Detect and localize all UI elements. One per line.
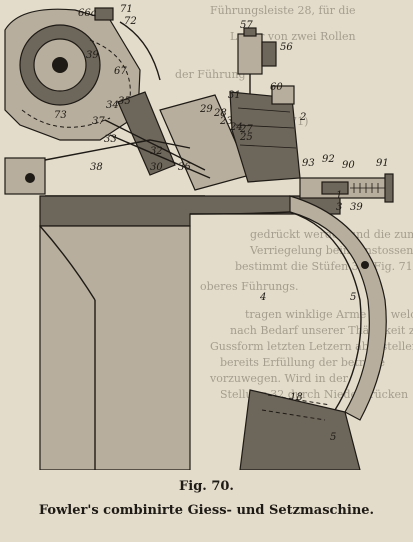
callout-number: 92 bbox=[322, 154, 335, 165]
adjuster-screw bbox=[237, 27, 277, 96]
callout-number: 30 bbox=[150, 162, 163, 173]
background-text-line: tragen winklige Arme 37, welche bbox=[245, 308, 413, 321]
background-text-line: bestimmt die Stüfen 37 (Fig. 71) und bbox=[235, 260, 413, 273]
background-text-line: bereits Erfüllung der betreffe bbox=[220, 356, 385, 369]
callout-number: 71 bbox=[120, 4, 133, 15]
background-text-line: Verriegelung beim Anstossen stoh bbox=[249, 244, 413, 257]
callout-number: 57 bbox=[240, 20, 253, 31]
callout-number: 93 bbox=[302, 158, 315, 169]
callout-number: 4 bbox=[259, 292, 266, 303]
callout-number: 34 bbox=[106, 100, 119, 111]
callout-number: 90 bbox=[342, 160, 355, 171]
callout-number: 18 bbox=[290, 392, 303, 403]
callout-number: 31 bbox=[228, 90, 241, 101]
callout-number: 66a bbox=[78, 8, 97, 19]
callout-number: 73 bbox=[54, 110, 67, 121]
callout-number: 39 bbox=[86, 50, 99, 61]
slide-mechanism bbox=[299, 173, 394, 203]
background-text-line: Gussform letzten Letzern abzustellen bbox=[210, 340, 413, 353]
callout-number: 67 bbox=[114, 66, 127, 77]
callout-number: 24 bbox=[229, 122, 243, 133]
callout-number: 36 bbox=[178, 162, 191, 173]
callout-number: 33 bbox=[104, 134, 117, 145]
left-lever bbox=[4, 139, 205, 197]
callout-number: 27 bbox=[239, 124, 253, 135]
callout-number: 23 bbox=[219, 116, 233, 127]
callout-number: 56 bbox=[280, 42, 293, 53]
figure-title: Fowler's combinirte Giess- und Setzmasch… bbox=[38, 503, 375, 518]
callout-number: 39 bbox=[350, 202, 363, 213]
callout-number: 60 bbox=[270, 82, 283, 93]
callout-number: 72 bbox=[124, 16, 137, 27]
callout-number: 38 bbox=[90, 162, 103, 173]
background-text-line: vorzuwegen. Wird in der bbox=[209, 372, 349, 385]
background-text-line: gedrückt werden und die zum Theil 61 bbox=[250, 228, 413, 241]
callout-number: 37 bbox=[92, 116, 105, 127]
callout-number: 29 bbox=[199, 104, 213, 115]
callout-number: 1 bbox=[336, 190, 342, 201]
callout-number: 32 bbox=[150, 146, 163, 157]
callout-number: 3 bbox=[336, 202, 342, 213]
callout-number: 5 bbox=[330, 432, 336, 443]
curved-guide bbox=[189, 195, 387, 470]
figure-label: Fig. 70. bbox=[179, 479, 234, 494]
frame-body bbox=[39, 195, 341, 470]
mould-block bbox=[104, 85, 301, 191]
callout-number: 35 bbox=[118, 96, 131, 107]
cam-assembly bbox=[4, 7, 161, 141]
background-text-line: Stellung 32 durch Niederdrücken bbox=[220, 388, 408, 401]
background-text-line: oberes Führungs. bbox=[200, 280, 299, 293]
background-text-line: nach Bedarf unserer Thätigkeit zu se bbox=[230, 324, 413, 337]
background-text-line: Führungsleiste 28, für die bbox=[210, 4, 356, 17]
callout-number: 91 bbox=[376, 158, 389, 169]
callout-number: 25 bbox=[239, 132, 253, 143]
callout-number: 5 bbox=[350, 292, 356, 303]
callout-number: 28 bbox=[213, 108, 227, 119]
callout-number: 2 bbox=[299, 112, 306, 123]
background-text-line: der Führung bbox=[175, 68, 246, 81]
